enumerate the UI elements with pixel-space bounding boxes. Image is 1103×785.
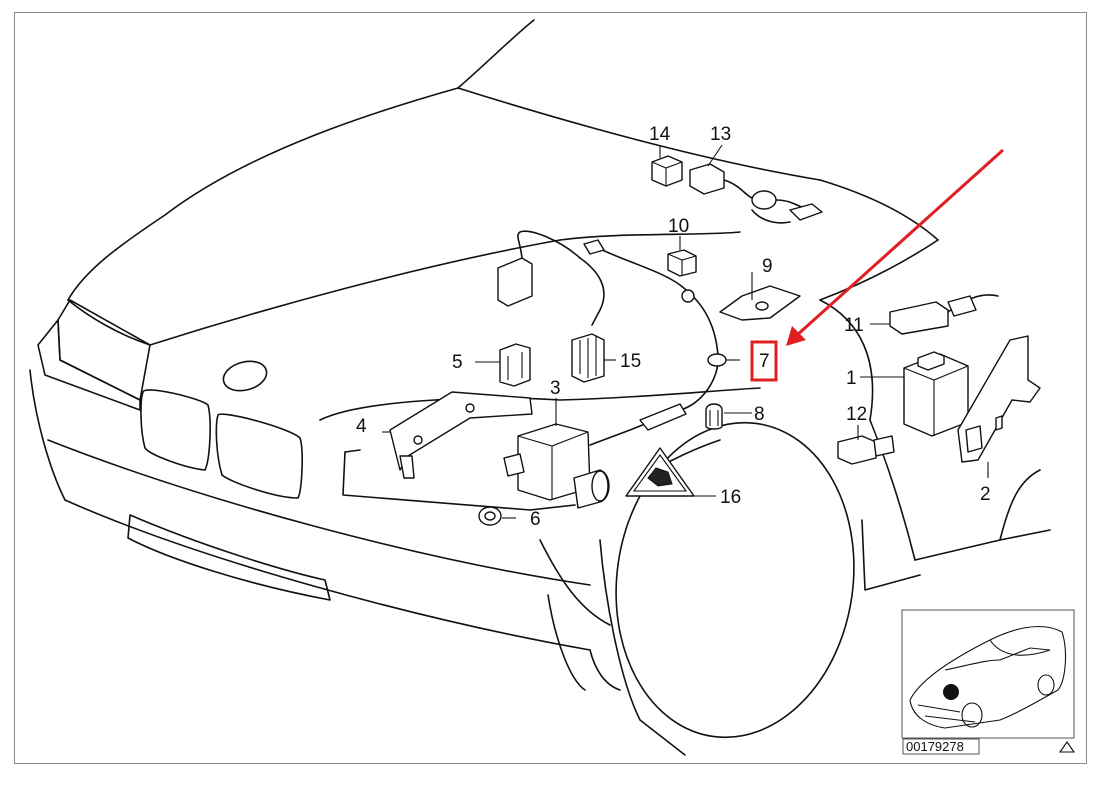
label-part-15: 15 bbox=[620, 351, 641, 372]
part-6-nut bbox=[478, 506, 502, 526]
part-13-harness bbox=[689, 163, 823, 224]
control-module-cable bbox=[497, 230, 605, 326]
part-16-warning-label bbox=[625, 447, 695, 497]
red-arrow bbox=[786, 148, 1005, 346]
diagram-frame bbox=[14, 12, 1087, 764]
label-part-16: 16 bbox=[720, 487, 741, 508]
label-part-9: 9 bbox=[762, 256, 773, 277]
label-part-8: 8 bbox=[754, 404, 765, 425]
triangle-icon bbox=[1058, 741, 1076, 753]
part-10-clip bbox=[667, 249, 697, 277]
label-part-12: 12 bbox=[846, 404, 867, 425]
document-number: 00179278 bbox=[906, 739, 964, 754]
label-part-11: 11 bbox=[844, 315, 864, 336]
part-1-control-unit bbox=[903, 351, 969, 437]
label-part-1: 1 bbox=[846, 368, 857, 389]
part-4-bracket bbox=[389, 391, 533, 479]
part-5-clip bbox=[499, 343, 531, 387]
part-2-bracket bbox=[957, 335, 1041, 463]
part-3-actuator bbox=[503, 423, 610, 509]
location-inset: 00179278 bbox=[901, 609, 1076, 755]
location-marker-dot bbox=[943, 684, 959, 700]
label-part-13: 13 bbox=[710, 124, 731, 145]
part-14-relay bbox=[651, 155, 683, 187]
part-7-cable bbox=[583, 239, 727, 446]
label-part-2: 2 bbox=[980, 484, 991, 505]
part-8-grommet bbox=[705, 403, 723, 430]
inset-car-outline bbox=[909, 625, 1067, 729]
part-11-connector bbox=[889, 294, 999, 335]
label-part-7: 7 bbox=[759, 351, 770, 372]
label-part-4: 4 bbox=[356, 416, 367, 437]
highlight-box-part-7 bbox=[750, 340, 778, 382]
part-labels: 1 2 3 4 5 6 7 8 9 10 11 12 13 14 15 16 bbox=[356, 124, 991, 530]
label-part-10: 10 bbox=[668, 216, 689, 237]
label-part-14: 14 bbox=[649, 124, 671, 145]
car-body-outline bbox=[29, 19, 1051, 756]
part-12-clip bbox=[837, 435, 895, 465]
leader-lines bbox=[382, 144, 989, 519]
label-part-6: 6 bbox=[530, 509, 541, 530]
label-part-3: 3 bbox=[550, 378, 561, 399]
label-part-5: 5 bbox=[452, 352, 463, 373]
part-15-connector bbox=[571, 333, 605, 383]
part-9-bracket bbox=[719, 285, 801, 321]
